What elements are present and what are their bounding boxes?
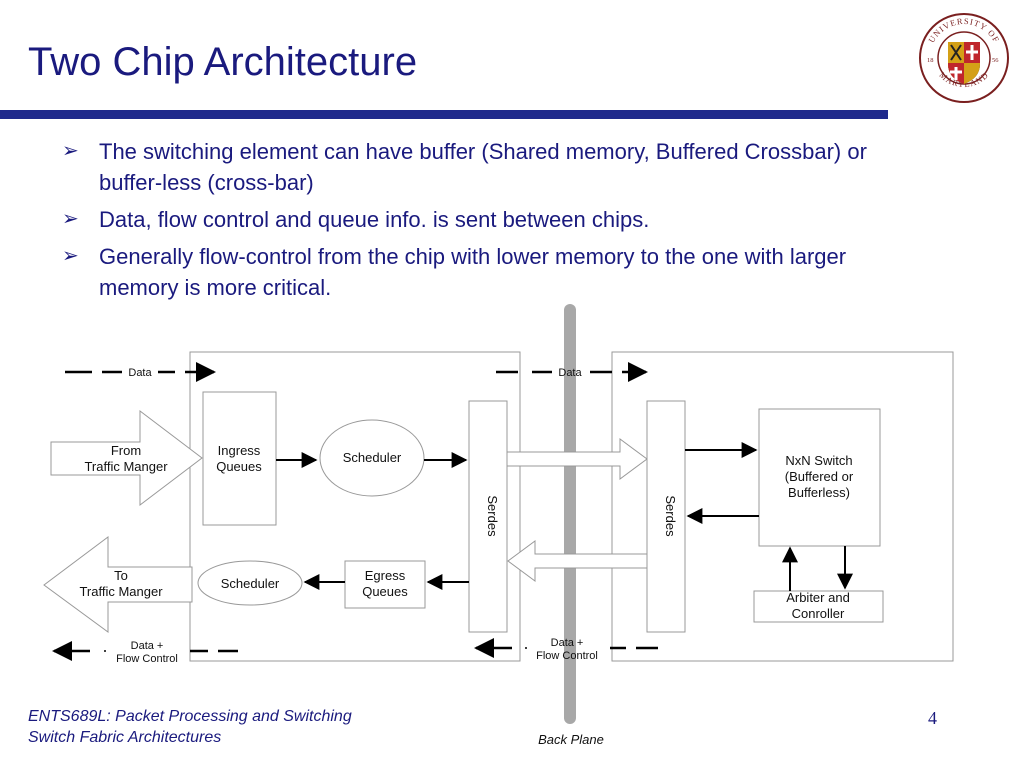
bullet-text: Data, flow control and queue info. is se… — [99, 207, 650, 232]
ingress-label-line2: Queues — [216, 459, 262, 474]
arrow-bullet-icon: ➢ — [62, 208, 79, 230]
from-traffic-arrow — [50, 409, 203, 507]
bullet-item: ➢ The switching element can have buffer (… — [62, 136, 922, 198]
footer: ENTS689L: Packet Processing and Switchin… — [28, 706, 352, 748]
egress-queues-box — [344, 560, 426, 609]
arrow-bullet-icon: ➢ — [62, 245, 79, 267]
egress-label-line1: Egress — [365, 568, 406, 583]
nxn-switch-box — [758, 408, 881, 547]
serdes-left-box — [468, 400, 508, 633]
scheduler-top-label: Scheduler — [343, 450, 402, 465]
scheduler-bottom-label: Scheduler — [221, 576, 280, 591]
flow-control-mid-line1: Data + — [551, 637, 584, 649]
title-rule — [0, 110, 888, 119]
flow-control-mid-line2: Flow Control — [536, 650, 598, 662]
to-traffic-arrow — [43, 536, 193, 633]
to-label-line2: Traffic Manger — [79, 584, 163, 599]
to-label-line1: To — [114, 568, 128, 583]
switch-label-line2: (Buffered or — [785, 469, 854, 484]
backplane-label: Back Plane — [538, 732, 604, 747]
serdes-left-label: Serdes — [485, 495, 500, 537]
backplane-bar — [564, 304, 576, 724]
left-chip-box — [189, 351, 521, 662]
footer-topic: Switch Fabric Architectures — [28, 729, 222, 746]
serdes-right-hollow-arrow — [506, 438, 648, 480]
flow-control-left-line2: Flow Control — [116, 653, 178, 665]
bullet-item: ➢ Data, flow control and queue info. is s… — [62, 204, 922, 235]
egress-label-line2: Queues — [362, 584, 408, 599]
architecture-diagram: Data Data From Traffic Manger To Traffic… — [43, 304, 954, 747]
data-label-mid: Data — [558, 367, 582, 379]
from-label-line1: From — [111, 443, 141, 458]
arbiter-label-line2: Conroller — [792, 606, 845, 621]
bullet-text: The switching element can have buffer (S… — [99, 139, 867, 195]
bullet-item: ➢ Generally flow-control from the chip wi… — [62, 241, 922, 303]
serdes-right-box — [646, 400, 686, 633]
flow-control-left-line1: Data + — [131, 640, 164, 652]
scheduler-top-ellipse — [319, 419, 425, 497]
university-seal-logo: UNIVERSITY OF MARYLAND 18 56 — [919, 13, 1009, 103]
from-label-line2: Traffic Manger — [84, 459, 168, 474]
slide-title: Two Chip Architecture — [28, 40, 418, 84]
ingress-label-line1: Ingress — [218, 443, 261, 458]
page-number: 4 — [928, 708, 937, 728]
serdes-right-label: Serdes — [663, 495, 678, 537]
footer-course: ENTS689L: Packet Processing and Switchin… — [28, 708, 352, 725]
logo-year-right: 56 — [992, 57, 999, 64]
switch-label-line1: NxN Switch — [785, 453, 852, 468]
arbiter-label-line1: Arbiter and — [786, 590, 850, 605]
serdes-left-hollow-arrow — [507, 540, 648, 582]
arbiter-box — [753, 590, 884, 623]
data-label-left: Data — [128, 367, 152, 379]
scheduler-bottom-ellipse — [197, 560, 303, 606]
bullet-list: ➢ The switching element can have buffer (… — [62, 136, 922, 309]
arrow-bullet-icon: ➢ — [62, 140, 79, 162]
ingress-queues-box — [202, 391, 277, 526]
maryland-shield-icon — [948, 42, 980, 84]
right-chip-box — [611, 351, 954, 662]
switch-label-line3: Bufferless) — [788, 485, 850, 500]
logo-year-left: 18 — [927, 57, 934, 64]
bullet-text: Generally flow-control from the chip wit… — [99, 244, 847, 300]
